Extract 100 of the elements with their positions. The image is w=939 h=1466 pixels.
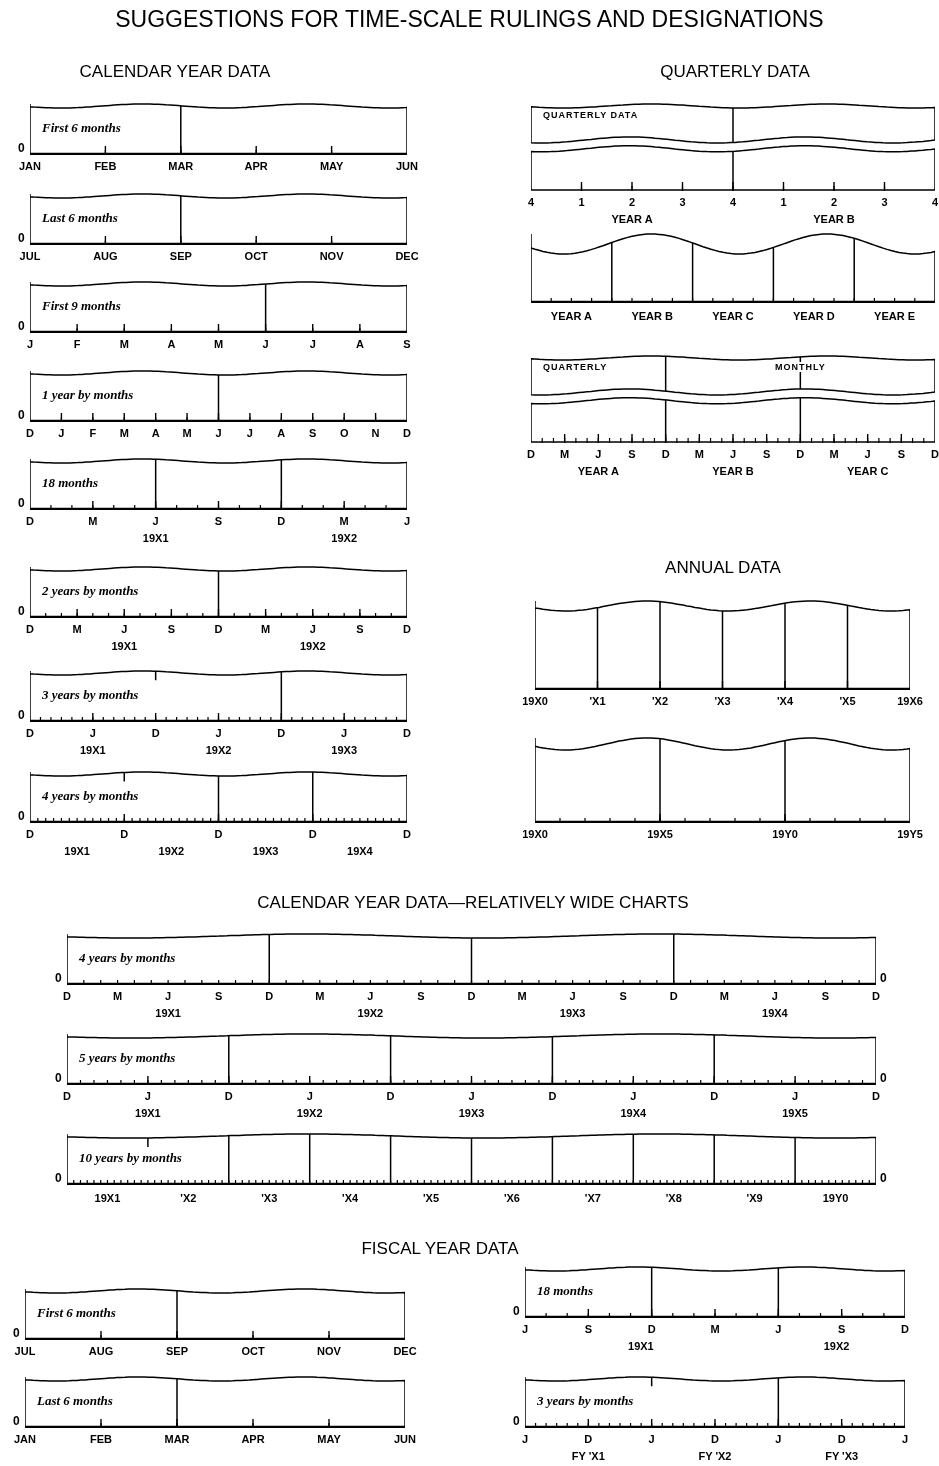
tick-label: D: [711, 1433, 719, 1445]
year-label: 19X1: [64, 845, 90, 857]
year-label: 19X2: [205, 744, 232, 756]
tick-label: J: [215, 727, 222, 739]
year-label: 'X3: [261, 1192, 278, 1204]
year-label: 19X2: [823, 1340, 850, 1352]
year-label: 19X2: [158, 845, 185, 857]
tick-label: M: [113, 990, 123, 1002]
year-label: 'X5: [423, 1192, 440, 1204]
time-scale-frame: [30, 566, 407, 618]
tick-label: D: [403, 727, 411, 739]
tick-label: 1: [578, 196, 585, 208]
tick-label: 2: [628, 196, 636, 208]
tick-label: AUG: [93, 250, 118, 262]
chart-label: 18 months: [42, 475, 98, 491]
tick-label: AUG: [88, 1345, 114, 1357]
tick-label: D: [661, 448, 670, 460]
tick-label: S: [619, 990, 627, 1002]
tick-label: MAR: [164, 1433, 190, 1445]
tick-label: M: [88, 515, 98, 527]
zero-label: 0: [880, 1171, 887, 1185]
time-scale-frame: [531, 355, 935, 443]
year-label: 19X2: [331, 532, 357, 544]
tick-label: J: [630, 1090, 637, 1102]
tick-label: M: [213, 338, 224, 350]
year-label: 19X4: [347, 845, 373, 857]
tick-label: J: [152, 515, 159, 527]
tick-label: JUN: [394, 1433, 416, 1445]
year-label: 'X9: [746, 1192, 763, 1204]
tick-label: D: [26, 828, 34, 840]
year-label: 19X1: [142, 532, 169, 544]
tick-label: S: [763, 448, 771, 460]
tick-label: FEB: [94, 160, 117, 172]
chart-label: 3 years by months: [537, 1393, 634, 1409]
tick-label: M: [339, 515, 349, 527]
year-label: YEAR A: [611, 213, 653, 225]
year-label: 19X2: [299, 640, 326, 652]
chart-label: Last 6 months: [42, 210, 118, 226]
tick-label: N: [371, 427, 380, 439]
chart-label: MONTHLY: [773, 362, 828, 372]
chart-label: 10 years by months: [79, 1150, 182, 1166]
year-label: 'X2: [180, 1192, 197, 1204]
zero-label: 0: [55, 971, 62, 985]
tick-label: S: [167, 623, 176, 635]
tick-label: D: [26, 727, 34, 739]
zero-label: 0: [18, 319, 25, 333]
tick-label: D: [120, 828, 129, 840]
tick-label: S: [215, 990, 223, 1002]
chart-label: QUARTERLY DATA: [543, 110, 639, 120]
year-label: YEAR C: [712, 310, 754, 322]
tick-label: D: [151, 727, 160, 739]
year-label: YEAR B: [631, 310, 673, 322]
tick-label: SEP: [166, 1345, 188, 1357]
tick-label: J: [58, 427, 65, 439]
time-scale-frame: [67, 933, 876, 985]
year-label: 19X1: [111, 640, 138, 652]
tick-label: S: [214, 515, 223, 527]
year-label: 19X3: [252, 845, 279, 857]
tick-label: APR: [241, 1433, 265, 1445]
year-label: 19X5: [782, 1107, 808, 1119]
tick-label: S: [356, 623, 364, 635]
tick-label: S: [897, 448, 905, 460]
year-label: FY 'X1: [571, 1450, 605, 1462]
tick-label: FEB: [90, 1433, 112, 1445]
year-label: 'X8: [665, 1192, 682, 1204]
time-scale-frame: [535, 600, 910, 690]
tick-label: OCT: [241, 1345, 265, 1357]
year-label: 19X3: [559, 1007, 586, 1019]
tick-label: J: [89, 727, 96, 739]
tick-label: D: [403, 427, 411, 439]
tick-label: M: [517, 990, 527, 1002]
time-scale-frame: [525, 1376, 905, 1428]
time-scale-frame: [30, 670, 407, 722]
tick-label: A: [151, 427, 160, 439]
tick-label: J: [403, 515, 411, 527]
year-label: YEAR E: [874, 310, 916, 322]
tick-label: 19Y5: [897, 828, 923, 840]
tick-label: A: [277, 427, 286, 439]
tick-label: JAN: [19, 160, 41, 172]
tick-label: S: [628, 448, 636, 460]
year-label: YEAR A: [550, 310, 592, 322]
year-label: 19Y0: [822, 1192, 849, 1204]
time-scale-frame: [535, 737, 910, 823]
tick-label: DEC: [395, 250, 419, 262]
tick-label: 'X5: [839, 695, 856, 707]
tick-label: S: [838, 1323, 846, 1335]
tick-label: S: [309, 427, 317, 439]
tick-label: 'X4: [776, 695, 794, 707]
tick-label: D: [277, 515, 286, 527]
year-label: YEAR B: [813, 213, 855, 225]
chart-label: 18 months: [537, 1283, 593, 1299]
zero-label: 0: [18, 231, 25, 245]
tick-label: M: [710, 1323, 720, 1335]
zero-label: 0: [513, 1414, 520, 1428]
tick-label: NOV: [319, 250, 344, 262]
year-label: 19X1: [80, 744, 106, 756]
tick-label: J: [595, 448, 602, 460]
tick-label: 3: [881, 196, 888, 208]
chart-label: 1 year by months: [42, 387, 134, 403]
tick-label: M: [694, 448, 704, 460]
